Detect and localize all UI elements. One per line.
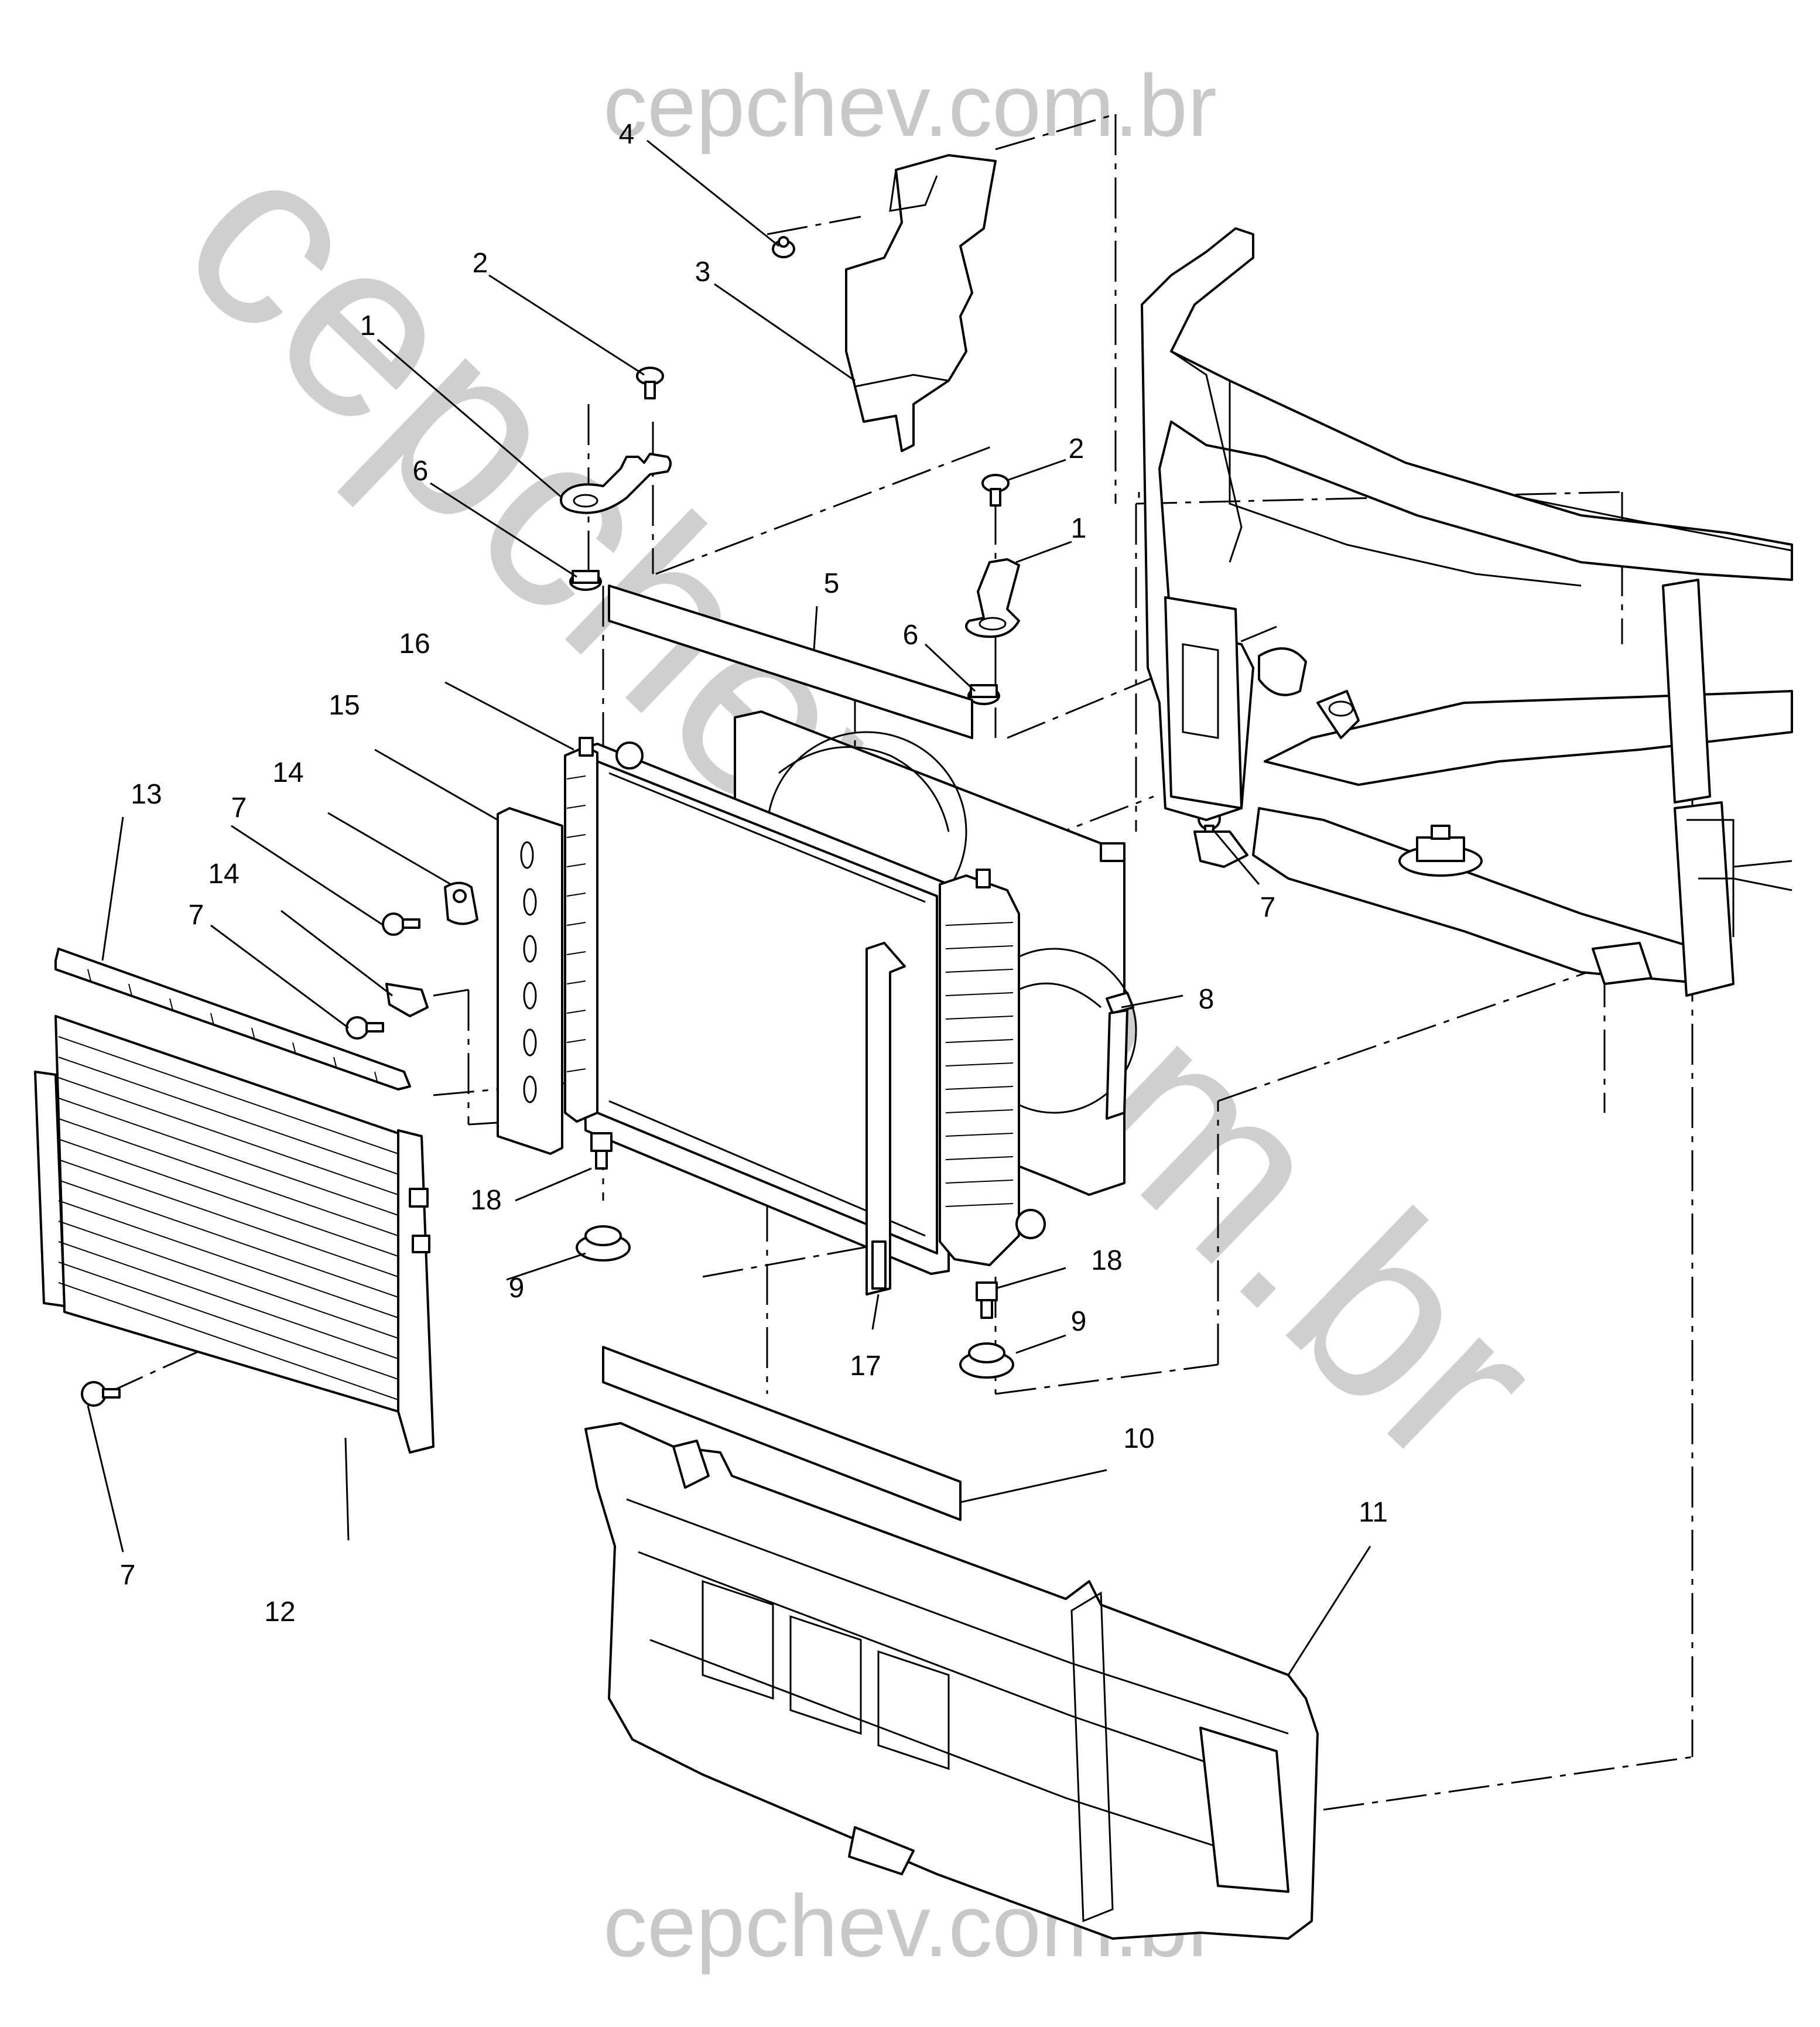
callout-11: 11 xyxy=(1359,1497,1388,1528)
bolt-bracket-lower xyxy=(345,1016,384,1040)
air-deflector-upper xyxy=(845,154,997,452)
callout-1-right: 1 xyxy=(1071,513,1087,544)
side-air-baffle-left xyxy=(497,807,563,1155)
callout-16: 16 xyxy=(399,628,430,659)
callout-14-lower: 14 xyxy=(208,859,239,890)
callout-10: 10 xyxy=(1123,1423,1154,1454)
callout-12: 12 xyxy=(264,1597,295,1628)
lower-insulator-left xyxy=(576,1225,631,1262)
radiator-left-tank xyxy=(564,737,644,1123)
ac-condenser xyxy=(34,1015,435,1454)
callout-15: 15 xyxy=(329,690,360,721)
vehicle-front-frame xyxy=(1141,227,1793,997)
callout-1-left: 1 xyxy=(360,310,376,341)
upper-radiator-bracket-left xyxy=(560,453,672,514)
radiator-support-panel xyxy=(584,1422,1319,1940)
fan-electrical-connector xyxy=(1106,992,1134,1120)
watermark-top: cepchev.com.br xyxy=(603,56,1217,155)
callout-4: 4 xyxy=(619,119,635,150)
insulator-upper-right xyxy=(967,684,1000,705)
condenser-upper-seal xyxy=(54,948,411,1091)
callout-14-upper: 14 xyxy=(272,757,303,788)
callout-8: 8 xyxy=(1199,984,1215,1015)
push-pin-retainer xyxy=(772,236,795,258)
callout-9-left: 9 xyxy=(509,1273,525,1304)
bolt-right xyxy=(981,474,1010,507)
bolt-bracket-upper xyxy=(382,912,420,936)
callout-13: 13 xyxy=(131,779,162,810)
lower-insulator-pin-right xyxy=(976,1281,998,1319)
callout-7-bottom: 7 xyxy=(120,1560,136,1591)
condenser-bracket-lower xyxy=(385,983,429,1017)
radiator-core xyxy=(579,743,950,1275)
callout-2-left: 2 xyxy=(473,248,488,279)
lower-air-baffle xyxy=(602,1346,962,1521)
callout-18-left: 18 xyxy=(470,1185,501,1216)
radiator-right-tank xyxy=(939,869,1046,1266)
upper-air-baffle xyxy=(608,584,973,739)
side-air-baffle-right xyxy=(865,942,906,1295)
bolt-left xyxy=(636,367,664,399)
callout-7-upper: 7 xyxy=(231,792,247,823)
condenser-bracket-upper xyxy=(444,881,478,925)
upper-radiator-bracket-right xyxy=(965,558,1020,638)
callout-6-right: 6 xyxy=(903,620,919,651)
callout-7-middle: 7 xyxy=(189,900,204,931)
callout-3: 3 xyxy=(695,257,711,288)
callout-7-frame: 7 xyxy=(1260,892,1276,923)
bolt-condenser xyxy=(81,1381,121,1407)
callout-18-right: 18 xyxy=(1091,1245,1122,1276)
insulator-upper-left xyxy=(569,570,602,591)
lower-insulator-right xyxy=(959,1342,1014,1379)
lower-insulator-pin-left xyxy=(590,1132,613,1170)
callout-2-right: 2 xyxy=(1069,433,1085,464)
callout-17: 17 xyxy=(850,1351,881,1382)
callout-5: 5 xyxy=(824,568,840,599)
callout-6-left: 6 xyxy=(413,456,429,487)
callout-labels: 1 1 2 2 3 4 5 6 6 7 7 7 7 8 9 9 10 11 12… xyxy=(120,119,1388,1628)
leader-lines xyxy=(87,139,1371,1676)
callout-9-right: 9 xyxy=(1071,1306,1087,1337)
